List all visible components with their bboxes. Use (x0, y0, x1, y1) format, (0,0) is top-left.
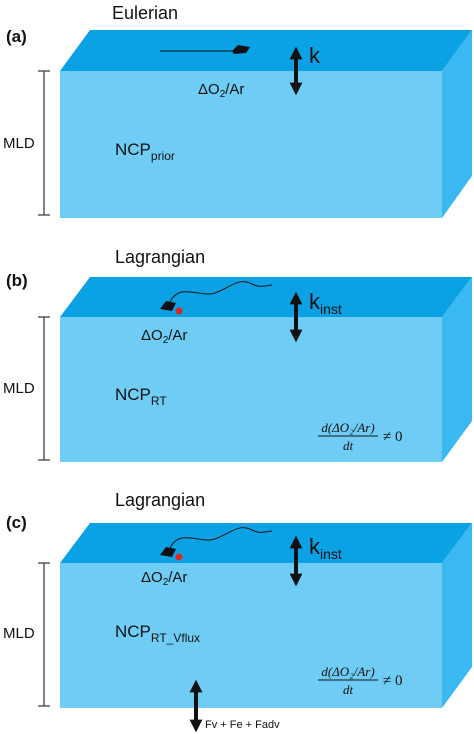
water-top-face (60, 277, 472, 317)
panel-title: Lagrangian (115, 247, 205, 267)
derivative-expression: d(ΔO₂/Ar) dt ≠ 0 (318, 664, 402, 697)
ncp-label: NCPprior (115, 140, 175, 163)
derivative-numerator: d(ΔO₂/Ar) (321, 664, 374, 679)
panel-b: (b) Lagrangian MLD kinst ΔO2/Ar NCPRT d(… (3, 247, 472, 462)
panel-letter: (c) (6, 513, 27, 532)
float-icon (160, 281, 273, 315)
derivative-numerator: d(ΔO₂/Ar) (321, 420, 374, 435)
water-side-face (442, 30, 472, 218)
float-dot (175, 307, 183, 315)
float-icon (160, 527, 273, 561)
float-icon (160, 45, 250, 54)
o2-ar-label: ΔO2/Ar (141, 569, 187, 588)
ncp-label: NCPRT (115, 385, 167, 408)
mld-label: MLD (3, 625, 35, 642)
derivative-denominator: dt (343, 438, 354, 453)
mld-label: MLD (3, 380, 35, 397)
flux-label: Fv + Fe + Fadv (205, 719, 280, 731)
water-front-face (60, 71, 442, 218)
water-side-face (442, 277, 472, 462)
mld-bracket (38, 70, 50, 216)
o2-ar-label: ΔO2/Ar (198, 81, 244, 100)
panel-title: Eulerian (112, 3, 178, 23)
panel-letter: (b) (6, 271, 28, 290)
mld-bracket (38, 316, 50, 461)
panel-title: Lagrangian (115, 490, 205, 510)
panel-a: (a) Eulerian MLD k ΔO2/Ar NCPprior (3, 3, 472, 218)
water-top-face (60, 523, 472, 563)
derivative-expression: d(ΔO₂/Ar) dt ≠ 0 (318, 420, 402, 453)
k-label: kinst (309, 289, 342, 317)
derivative-relation: ≠ 0 (383, 673, 402, 689)
k-label: kinst (309, 534, 342, 562)
k-label: k (309, 43, 321, 68)
ncp-label: NCPRT_Vflux (115, 622, 200, 645)
water-front-face (60, 317, 442, 462)
mld-label: MLD (3, 135, 35, 152)
water-side-face (442, 523, 472, 708)
panel-c: (c) Lagrangian MLD kinst ΔO2/Ar NCPRT_Vf… (3, 490, 472, 733)
panel-letter: (a) (6, 27, 27, 46)
derivative-relation: ≠ 0 (383, 429, 402, 445)
water-front-face (60, 563, 442, 708)
float-dot (175, 553, 183, 561)
water-top-face (60, 30, 472, 71)
mld-bracket (38, 562, 50, 707)
derivative-denominator: dt (343, 682, 354, 697)
o2-ar-label: ΔO2/Ar (141, 327, 187, 346)
